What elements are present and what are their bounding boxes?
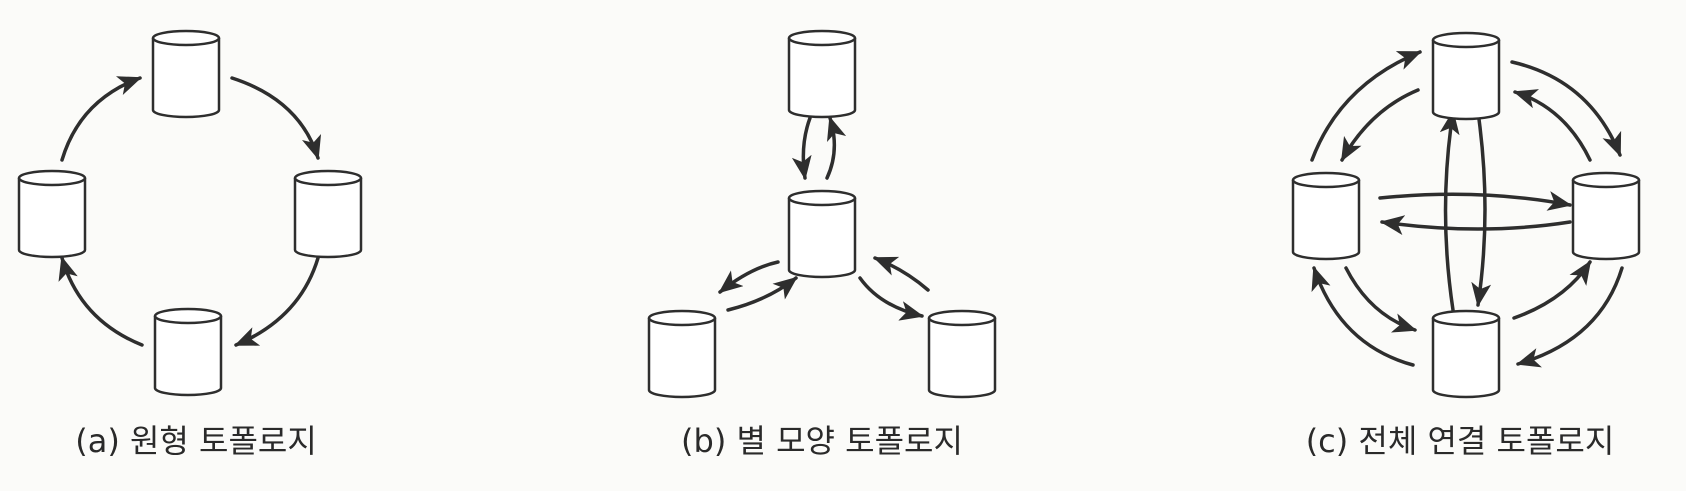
ring-arrow-right-to-bottom	[234, 256, 320, 347]
database-icon	[151, 29, 221, 119]
database-icon	[153, 307, 223, 397]
ring-links	[58, 76, 322, 347]
star-arrow-top-to-center	[791, 116, 812, 180]
mesh-arrow-right-to-left	[1380, 215, 1572, 236]
star-links	[718, 116, 930, 321]
ring-topology-diagram: (a) 원형 토폴로지	[17, 29, 363, 460]
caption-ring: (a) 원형 토폴로지	[75, 422, 317, 460]
mesh-arrow-left-to-bottom-inner	[1344, 266, 1417, 333]
ring-arrow-bottom-to-left	[58, 256, 144, 347]
star-topology-diagram: (b) 별 모양 토폴로지	[647, 29, 997, 460]
fully-connected-topology-diagram: (c) 전체 연결 토폴로지	[1291, 31, 1641, 460]
database-icon	[1571, 171, 1641, 261]
mesh-arrow-bottom-to-right-inner	[1512, 260, 1592, 320]
mesh-arrow-top-to-right-outer	[1510, 60, 1622, 157]
database-icon	[293, 169, 363, 259]
mesh-arrow-left-to-right	[1378, 191, 1572, 211]
database-icon	[787, 29, 857, 119]
star-arrow-center-to-right	[858, 276, 924, 321]
database-icon	[787, 189, 857, 279]
caption-star: (b) 별 모양 토폴로지	[681, 422, 963, 460]
database-icon	[927, 309, 997, 399]
database-icon	[1291, 171, 1361, 261]
ring-arrow-left-to-top	[60, 76, 142, 162]
database-icon	[17, 169, 87, 259]
star-arrow-center-to-left	[718, 260, 780, 294]
mesh-arrow-left-to-top-outer	[1310, 50, 1422, 162]
database-icon	[1431, 309, 1501, 399]
database-icon	[1431, 31, 1501, 121]
mesh-arrow-bottom-to-left-outer	[1311, 266, 1415, 367]
mesh-arrow-right-to-bottom-outer	[1516, 266, 1624, 368]
mesh-links	[1310, 50, 1624, 368]
mesh-arrow-top-to-bottom	[1471, 110, 1492, 307]
star-arrow-right-to-center	[873, 256, 930, 292]
star-arrow-left-to-center	[726, 276, 798, 312]
ring-arrow-top-to-right	[230, 76, 322, 160]
database-icon	[647, 309, 717, 399]
mesh-arrow-top-to-left-inner	[1340, 88, 1420, 162]
caption-fully-connected: (c) 전체 연결 토폴로지	[1306, 422, 1615, 460]
star-arrow-center-to-top	[825, 116, 847, 180]
mesh-arrow-bottom-to-top	[1439, 110, 1460, 312]
mesh-arrow-right-to-top-inner	[1513, 89, 1592, 162]
